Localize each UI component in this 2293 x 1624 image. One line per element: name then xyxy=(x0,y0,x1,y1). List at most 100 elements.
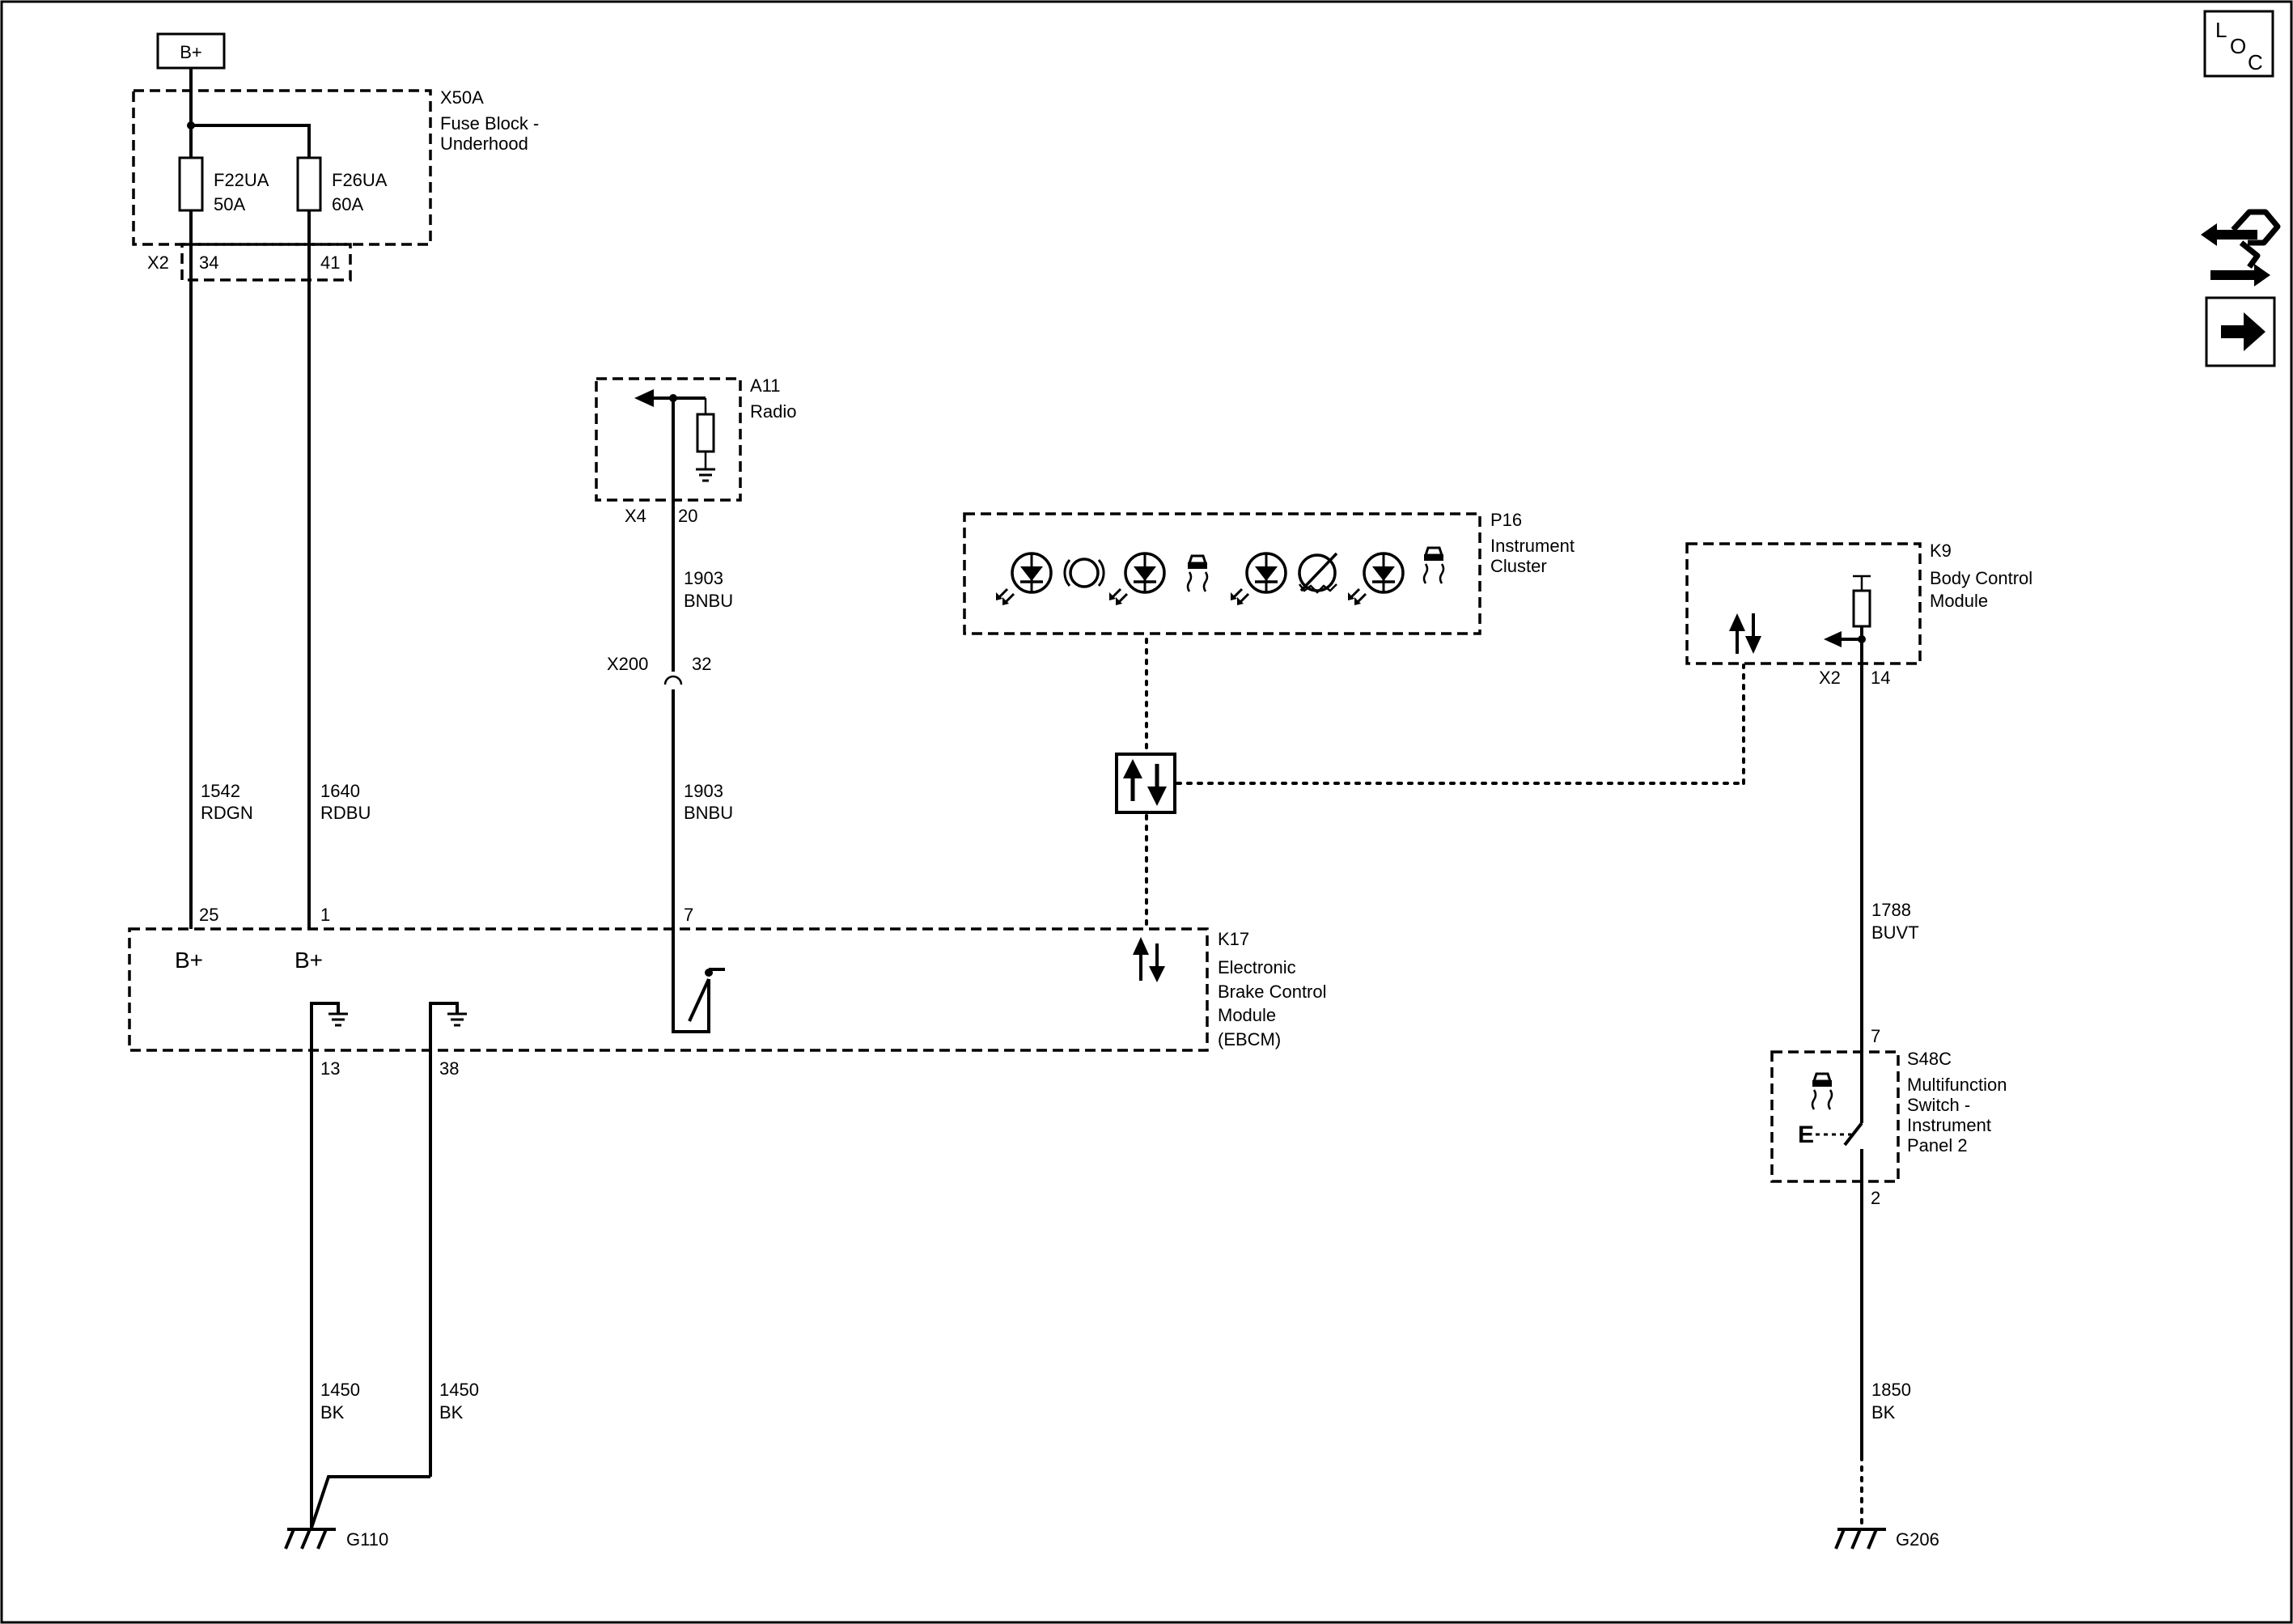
loc-letter-o: O xyxy=(2230,34,2246,58)
p16-name-line1: Instrument xyxy=(1490,536,1575,556)
k17-id: K17 xyxy=(1218,929,1249,949)
x50a-connector-label: X2 xyxy=(147,252,169,273)
a11-id: A11 xyxy=(750,375,781,396)
data-comm-icon xyxy=(1729,613,1761,654)
k17-pin-13: 13 xyxy=(320,1058,340,1079)
ground-icon xyxy=(446,1012,468,1027)
wire-1788-circuit: 1788 xyxy=(1871,900,1911,920)
s48c-name-line3: Instrument xyxy=(1907,1115,1991,1135)
switch-icon xyxy=(688,978,710,1022)
ground-icon xyxy=(694,468,717,482)
g206-ground: G206 xyxy=(1834,1528,1939,1550)
loc-letter-l: L xyxy=(2215,18,2227,42)
s48c-name-line1: Multifunction xyxy=(1907,1075,2007,1095)
fuse-f22ua-rating: 50A xyxy=(214,194,245,214)
p16-boundary xyxy=(963,512,1481,635)
serial-data-bus xyxy=(1115,638,1745,931)
indicator-lamp-icon xyxy=(1229,552,1287,607)
wire-1542-circuit: 1542 xyxy=(201,781,240,801)
wire-1450b-color: BK xyxy=(439,1402,464,1423)
x200-id: X200 xyxy=(607,654,648,674)
p16-id: P16 xyxy=(1490,510,1522,530)
a11-name: Radio xyxy=(750,401,796,422)
g206-id: G206 xyxy=(1896,1529,1939,1550)
fuse-f26ua xyxy=(296,156,322,212)
loc-letter-c: C xyxy=(2248,50,2263,74)
x200-connector-icon xyxy=(663,675,683,685)
lifting-arrows-icon[interactable] xyxy=(2201,209,2281,286)
wire-1903a-color: BNBU xyxy=(684,591,733,611)
ground-icon xyxy=(327,1012,350,1027)
fuse-f26ua-rating: 60A xyxy=(332,194,363,214)
tire-pressure-icon xyxy=(1298,552,1338,594)
wire-1903b-color: BNBU xyxy=(684,803,733,823)
wire-1450-b-join xyxy=(310,1475,430,1529)
k17-switch-path xyxy=(672,929,710,1033)
k9-boundary xyxy=(1685,542,1922,665)
bplus-source-label: B+ xyxy=(180,42,202,62)
x50a-name-line1: Fuse Block - xyxy=(440,113,539,134)
x50a-connector-x2 xyxy=(180,243,352,282)
indicator-lamp-icon xyxy=(994,552,1053,607)
k17-pin-38: 38 xyxy=(439,1058,459,1079)
fuse-f26ua-name: F26UA xyxy=(332,170,388,190)
wire-1542-color: RDGN xyxy=(201,803,253,823)
wire-1640-circuit: 1640 xyxy=(320,781,360,801)
x50a-name-line2: Underhood xyxy=(440,134,528,154)
x50a-boundary xyxy=(132,89,432,246)
s48c-pin-2: 2 xyxy=(1871,1188,1880,1208)
k17-boundary xyxy=(128,927,1209,1052)
k9-id: K9 xyxy=(1930,541,1952,561)
data-link-connector-icon xyxy=(1115,753,1176,814)
x50a-fuse-block: B+ X50A Fuse Block - Underhood F22UA 50A… xyxy=(132,32,539,929)
k9-name-line2: Module xyxy=(1930,591,1988,611)
k9-connector-label: X2 xyxy=(1819,668,1841,688)
traction-control-icon xyxy=(1186,554,1209,593)
x50a-pin-41: 41 xyxy=(320,252,340,273)
indicator-lamp-icon xyxy=(1346,552,1405,607)
a11-connector-label: X4 xyxy=(625,506,646,526)
wire-1640-color: RDBU xyxy=(320,803,371,823)
s48c-e-label: E xyxy=(1798,1122,1814,1148)
k17-bplus-2: B+ xyxy=(295,948,323,973)
p16-name-line2: Cluster xyxy=(1490,556,1547,576)
switch-icon xyxy=(1843,1122,1863,1147)
a11-pin-20: 20 xyxy=(678,506,697,526)
wire-1850-circuit: 1850 xyxy=(1871,1380,1911,1400)
fuse-f22ua xyxy=(178,156,204,212)
k17-name-line3: Module xyxy=(1218,1005,1276,1025)
wire-1903a-circuit: 1903 xyxy=(684,568,723,588)
p16-instrument-cluster: P16 Instrument Cluster xyxy=(963,510,1575,635)
k17-bplus-1: B+ xyxy=(175,948,203,973)
k17-name-line1: Electronic xyxy=(1218,957,1296,977)
s48c-name-line4: Panel 2 xyxy=(1907,1135,1968,1155)
s48c-multifunction-switch: 7 S48C Multifunction Switch - Instrument… xyxy=(1770,1026,2007,1529)
k17-ebcm: K17 Electronic Brake Control Module (EBC… xyxy=(128,905,1327,1481)
k17-pin-25: 25 xyxy=(199,905,218,925)
x50a-id: X50A xyxy=(440,87,484,108)
indicator-lamp-icon xyxy=(1108,552,1166,607)
wire-1788-color: BUVT xyxy=(1871,922,1919,943)
next-page-arrow-icon[interactable] xyxy=(2205,296,2276,367)
k9-body-control-module: K9 Body Control Module X2 14 1788 BUVT xyxy=(1685,541,2032,1052)
traction-control-icon xyxy=(1811,1072,1833,1111)
x200-pin-32: 32 xyxy=(692,654,711,674)
data-comm-icon xyxy=(1133,937,1165,982)
k17-pin-1: 1 xyxy=(320,905,330,925)
s48c-name-line2: Switch - xyxy=(1907,1095,1970,1115)
s48c-pin-7: 7 xyxy=(1871,1026,1880,1046)
wire-1850-color: BK xyxy=(1871,1402,1896,1423)
wire-1450-b xyxy=(429,1002,459,1477)
loc-icon[interactable]: L O C xyxy=(2203,10,2274,78)
s48c-boundary xyxy=(1770,1050,1900,1183)
ground-icon xyxy=(1834,1528,1888,1550)
wire-1640 xyxy=(191,124,311,929)
fuse-f22ua-name: F22UA xyxy=(214,170,269,190)
resistor-icon xyxy=(696,413,715,453)
wire-1450a-circuit: 1450 xyxy=(320,1380,360,1400)
traction-control-off-icon xyxy=(1422,546,1445,585)
brake-warning-icon xyxy=(1063,558,1105,588)
g110-id: G110 xyxy=(346,1529,388,1550)
